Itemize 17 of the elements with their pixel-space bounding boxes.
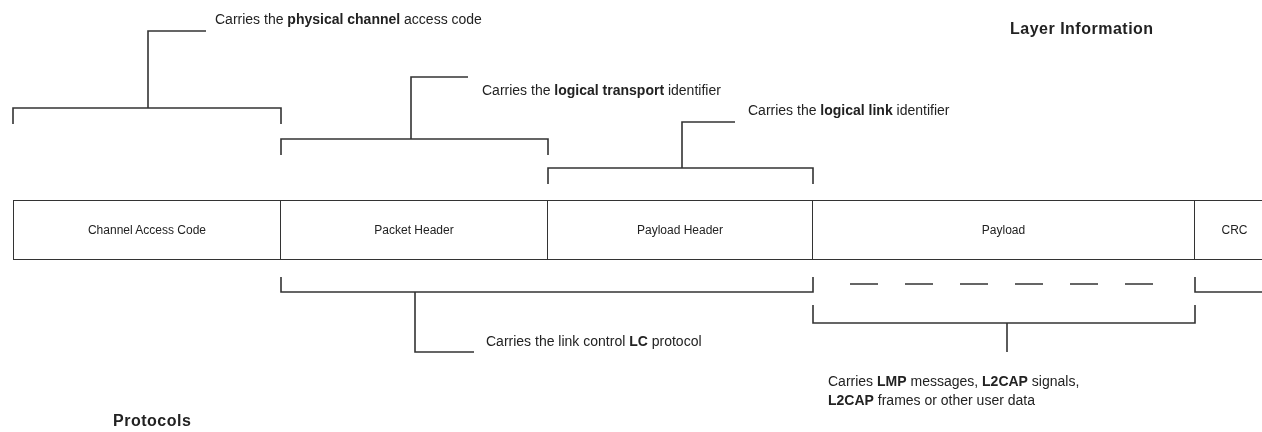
section-heading: Layer Information (1010, 20, 1155, 38)
annotation-text: Carries the physical channel access code (215, 10, 483, 29)
section-heading: Protocols (113, 412, 193, 430)
annotation-text: Carries LMP messages, L2CAP signals, L2CAP frames or other user data (828, 372, 1081, 410)
packet-field (548, 200, 813, 260)
packet-field (13, 200, 281, 260)
field-label: Payload (981, 223, 1026, 237)
packet-field (281, 200, 548, 260)
field-label: CRC (1221, 223, 1248, 237)
packet-field (813, 200, 1195, 260)
packet-field (1195, 200, 1262, 260)
field-label: Channel Access Code (87, 223, 207, 237)
annotation-text: Carries the logical link identifier (748, 101, 951, 120)
annotation-text: Carries the link control LC protocol (486, 332, 703, 351)
field-label: Payload Header (636, 223, 724, 237)
annotation-text: Carries the logical transport identifier (482, 81, 722, 100)
field-label: Packet Header (374, 223, 454, 237)
